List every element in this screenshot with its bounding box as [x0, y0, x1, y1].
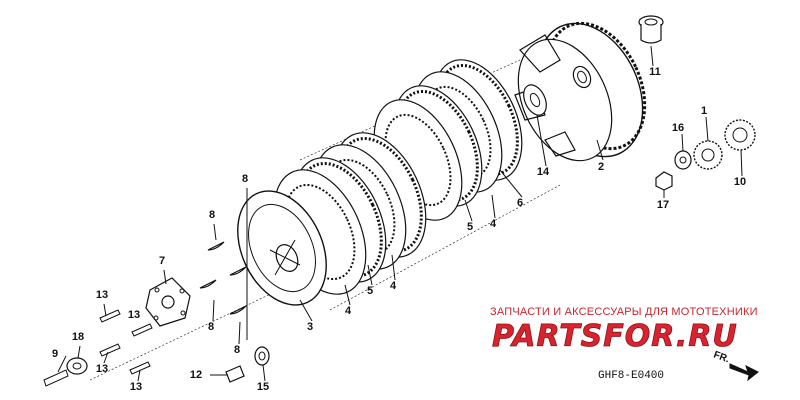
callout-c4a: 4 — [490, 218, 497, 230]
front-direction-indicator: FR. — [712, 349, 759, 382]
callout-c13d: 13 — [130, 381, 142, 393]
watermark: ЗАПЧАСТИ И АКСЕССУАРЫ ДЛЯ МОТОТЕХНИКИ PA… — [490, 306, 758, 354]
arrow-icon — [729, 363, 759, 382]
callout-c4b: 4 — [390, 280, 397, 292]
watermark-logo: PARTSFOR.RU — [492, 319, 738, 354]
callout-c8c: 8 — [208, 321, 214, 333]
center-bolt-and-washer — [225, 346, 270, 383]
callout-c1: 1 — [701, 105, 707, 117]
callout-c7: 7 — [159, 255, 165, 267]
bolts — [99, 309, 153, 375]
watermark-tagline: ЗАПЧАСТИ И АКСЕССУАРЫ ДЛЯ МОТОТЕХНИКИ — [490, 306, 758, 318]
clutch-outer-housing — [514, 21, 647, 162]
direction-label: FR. — [712, 349, 731, 365]
callout-c10: 10 — [734, 176, 746, 188]
callout-c5a: 5 — [467, 221, 473, 233]
callout-c13b: 13 — [128, 309, 140, 321]
lifter-plate — [145, 277, 191, 327]
part-callouts: 1 16 10 17 11 2 14 6 4 5 4 5 4 3 8 8 8 8 7 13 13 18 9 13 13 12 15 — [52, 66, 746, 393]
lifter-bearing — [43, 357, 88, 387]
callout-c13c: 13 — [96, 363, 108, 375]
callout-c17: 17 — [657, 199, 669, 211]
callout-c16: 16 — [672, 122, 684, 134]
pressure-plate — [237, 190, 327, 306]
diagram-code: GHF8-E0400 — [598, 370, 664, 382]
outer-collar — [638, 15, 664, 44]
callout-c14: 14 — [537, 166, 550, 178]
callout-c15: 15 — [257, 381, 269, 393]
callout-c8b: 8 — [209, 209, 215, 221]
callout-c3: 3 — [307, 321, 313, 333]
callout-c8d: 8 — [234, 344, 240, 356]
callout-c4c: 4 — [345, 305, 352, 317]
callout-c2: 2 — [598, 161, 604, 173]
primary-drive-gear-group — [655, 119, 756, 191]
clutch-disc-stack — [273, 59, 523, 295]
clutch-springs — [199, 241, 247, 315]
callout-c13a: 13 — [96, 289, 108, 301]
callout-c6: 6 — [517, 197, 523, 209]
callout-c18: 18 — [72, 331, 84, 343]
callout-c12: 12 — [190, 369, 202, 381]
thrust-washer — [523, 84, 547, 116]
leader-lines — [57, 45, 743, 382]
callout-c8a: 8 — [242, 173, 248, 185]
callout-c5b: 5 — [367, 285, 373, 297]
callout-c11: 11 — [649, 66, 661, 78]
callout-c9: 9 — [52, 348, 58, 360]
